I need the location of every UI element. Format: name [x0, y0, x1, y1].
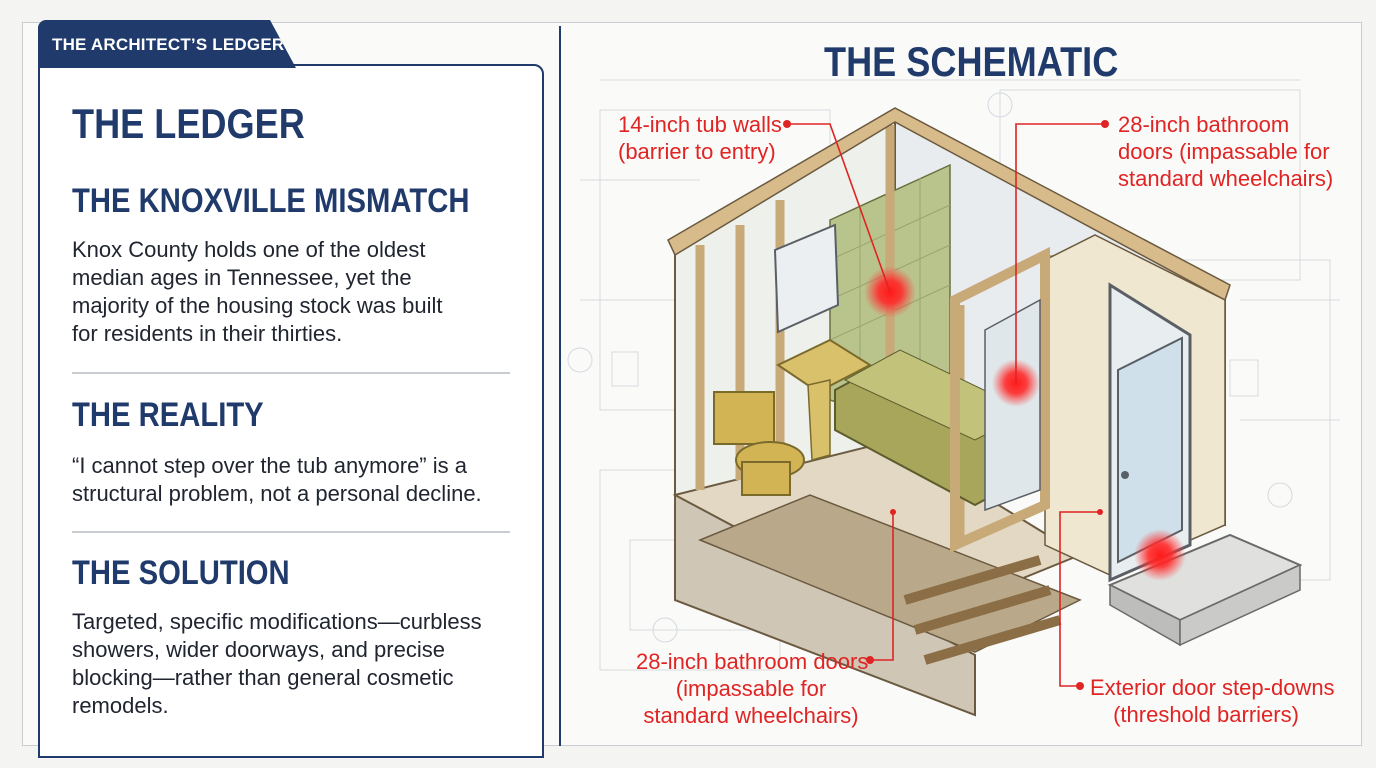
- section-body-mismatch: Knox County holds one of the oldest medi…: [72, 236, 532, 348]
- section-heading-reality: THE REALITY: [72, 396, 264, 434]
- toilet-base: [741, 461, 791, 496]
- interior-door-frame: [950, 246, 1050, 553]
- section-body-reality: “I cannot step over the tub anymore” is …: [72, 452, 532, 508]
- callout-bathroom-doors-bottom: 28-inch bathroom doors (impassable for s…: [636, 648, 869, 729]
- ledger-title: THE LEDGER: [72, 100, 305, 147]
- section-divider: [72, 531, 510, 533]
- sink-pedestal: [807, 379, 831, 461]
- door-knob-icon: [1121, 471, 1129, 479]
- body-line: showers, wider doorways, and precise: [72, 637, 445, 662]
- body-line: “I cannot step over the tub anymore” is …: [72, 453, 467, 478]
- callout-line: standard wheelchairs): [1118, 166, 1334, 191]
- schematic-title: THE SCHEMATIC: [824, 38, 1119, 85]
- medicine-cabinet: [773, 223, 840, 334]
- panel-divider: [559, 26, 561, 746]
- sink: [775, 338, 873, 394]
- body-line: Targeted, specific modifications—curbles…: [72, 609, 482, 634]
- step-front: [1179, 563, 1301, 647]
- body-line: Knox County holds one of the oldest: [72, 237, 426, 262]
- callout-exterior-step-downs: Exterior door step-downs (threshold barr…: [1090, 674, 1335, 728]
- body-line: structural problem, not a personal decli…: [72, 481, 482, 506]
- callout-line: doors (impassable for: [1118, 139, 1330, 164]
- floor-joists: [903, 555, 1062, 665]
- callout-line: standard wheelchairs): [643, 703, 859, 728]
- body-line: for residents in their thirties.: [72, 321, 343, 346]
- ledger-card: [38, 64, 544, 758]
- section-heading-solution: THE SOLUTION: [72, 554, 290, 592]
- callout-tub-walls: 14-inch tub walls (barrier to entry): [618, 111, 782, 165]
- callout-line: (barrier to entry): [618, 139, 776, 164]
- toilet-tank: [713, 391, 775, 445]
- leader-dots: [783, 120, 1109, 690]
- body-line: median ages in Tennessee, yet the: [72, 265, 412, 290]
- body-line: majority of the housing stock was built: [72, 293, 443, 318]
- callout-line: 14-inch tub walls: [618, 112, 782, 137]
- callout-line: Exterior door step-downs: [1090, 675, 1335, 700]
- leader-lines: [787, 123, 1105, 687]
- callout-line: 28-inch bathroom: [1118, 112, 1290, 137]
- ledger-tab: THE ARCHITECT’S LEDGER: [38, 20, 296, 68]
- hotspot-exterior-step: [1134, 529, 1186, 581]
- callout-bathroom-doors-top: 28-inch bathroom doors (impassable for s…: [1118, 111, 1333, 192]
- body-line: remodels.: [72, 693, 169, 718]
- callout-line: 28-inch bathroom doors: [636, 649, 869, 674]
- ledger-tab-label: THE ARCHITECT’S LEDGER: [52, 35, 285, 54]
- section-heading-mismatch: THE KNOXVILLE MISMATCH: [72, 182, 470, 220]
- callout-line: (threshold barriers): [1113, 702, 1299, 727]
- section-divider: [72, 372, 510, 374]
- exterior-door: [1117, 336, 1183, 564]
- body-line: blocking—rather than general cosmetic: [72, 665, 454, 690]
- bathroom-schematic-illustration: [567, 79, 1340, 717]
- callout-line: (impassable for: [675, 676, 827, 701]
- section-body-solution: Targeted, specific modifications—curbles…: [72, 608, 532, 720]
